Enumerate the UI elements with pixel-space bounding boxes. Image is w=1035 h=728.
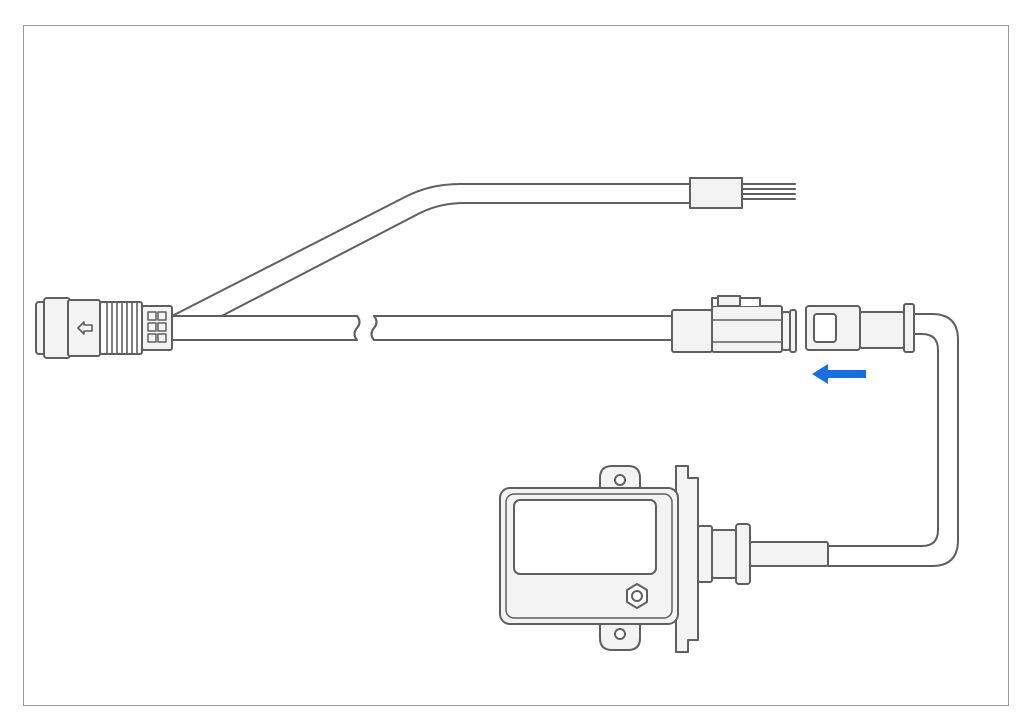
control-unit bbox=[499, 465, 829, 653]
open-wire-ends bbox=[741, 183, 796, 200]
connector-threads bbox=[106, 302, 138, 354]
vent-fitting bbox=[626, 583, 648, 609]
cable-break-mark bbox=[353, 315, 378, 341]
mating-socket bbox=[805, 303, 915, 353]
unit-cable bbox=[827, 313, 959, 567]
diagram-frame bbox=[23, 25, 1009, 706]
inline-plug bbox=[671, 295, 797, 353]
arrow-left-icon bbox=[77, 321, 93, 335]
direction-arrow bbox=[812, 364, 866, 384]
circular-connector bbox=[35, 297, 173, 359]
branch-cable bbox=[171, 177, 796, 322]
arrow-left-icon bbox=[812, 364, 866, 384]
main-cable bbox=[171, 315, 673, 341]
